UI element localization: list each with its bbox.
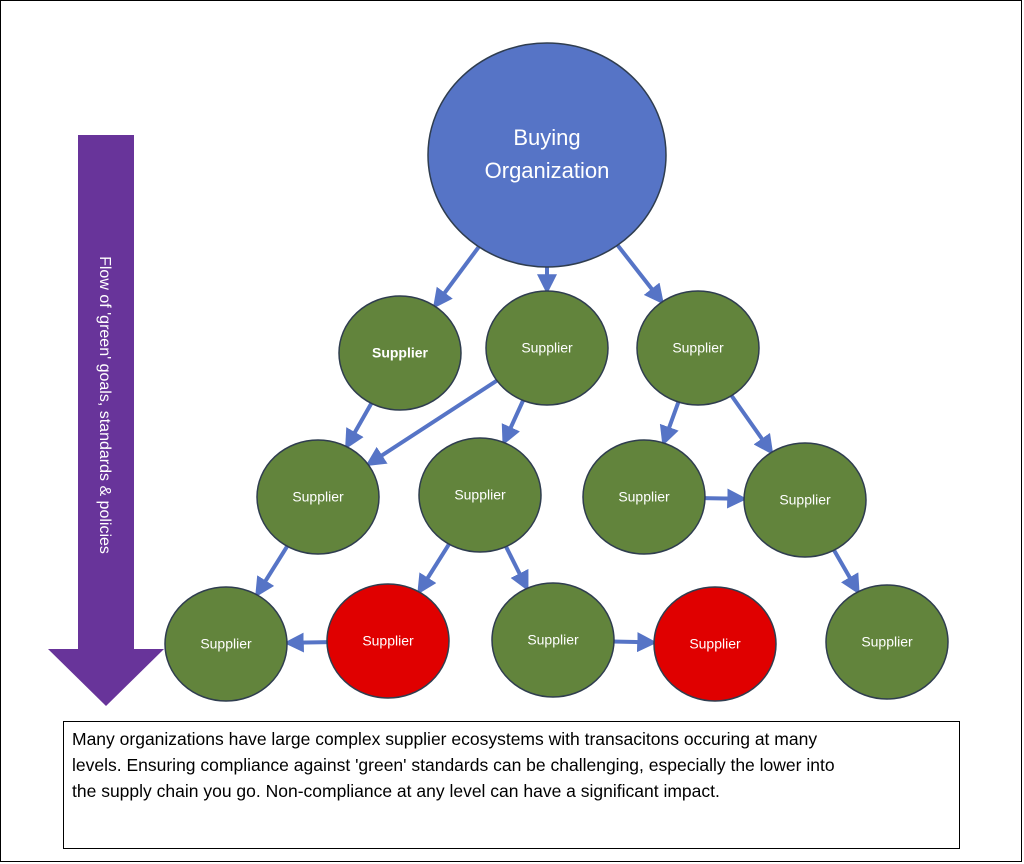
supplier-label: Supplier xyxy=(861,634,913,650)
supplier-node-s1a: Supplier xyxy=(338,295,462,411)
edge-arrow-s1b-to-s2a xyxy=(365,377,500,467)
supplier-circle xyxy=(326,583,450,699)
caption-line: levels. Ensuring compliance against 'gre… xyxy=(72,755,835,775)
edges xyxy=(255,242,860,653)
supplier-label: Supplier xyxy=(527,632,579,648)
supplier-label: Supplier xyxy=(292,489,344,505)
edge-arrow-s2a-to-s3a xyxy=(255,543,290,598)
supplier-label: Supplier xyxy=(521,340,573,356)
edge-arrow-s1c-to-s2d xyxy=(728,392,774,455)
flow-arrow-label: Flow of 'green' goals, standards & polic… xyxy=(96,256,113,554)
edge-arrow-s1b-to-s2b xyxy=(501,397,526,446)
edge-arrow-s3c-to-s3d xyxy=(611,632,658,653)
supplier-circle xyxy=(338,295,462,411)
supplier-circle xyxy=(491,582,615,698)
supplier-label: Supplier xyxy=(689,636,741,652)
supplier-node-s3d: Supplier xyxy=(653,586,777,702)
supplier-node-s3c: Supplier xyxy=(491,582,615,698)
supplier-node-s3b: Supplier xyxy=(326,583,450,699)
supplier-node-s3e: Supplier xyxy=(825,584,949,700)
buying-organization-label: Organization xyxy=(485,158,610,183)
edge-arrow-s1a-to-s2a xyxy=(345,400,375,450)
flow-arrow-shaft xyxy=(78,135,134,649)
supplier-node-s1b: Supplier xyxy=(485,290,609,406)
edge-arrow-s2b-to-s3b xyxy=(417,541,452,595)
buying-organization-circle xyxy=(427,42,667,268)
supplier-node-s2c: Supplier xyxy=(582,439,706,555)
supplier-node-s2b: Supplier xyxy=(418,437,542,553)
supplier-label: Supplier xyxy=(779,492,831,508)
edge-arrow-s3b-to-s3a xyxy=(283,632,330,653)
supplier-circle xyxy=(582,439,706,555)
supplier-circle xyxy=(164,586,288,702)
edge-arrow-root-to-s1c xyxy=(614,242,664,305)
supplier-circle xyxy=(743,442,867,558)
supplier-label: Supplier xyxy=(372,345,429,361)
supplier-circle xyxy=(825,584,949,700)
edge-arrow-s2c-to-s2d xyxy=(702,488,748,509)
flow-arrow: Flow of 'green' goals, standards & polic… xyxy=(48,135,164,706)
supplier-node-s1c: Supplier xyxy=(636,290,760,406)
caption-line: the supply chain you go. Non-compliance … xyxy=(72,781,720,801)
supplier-label: Supplier xyxy=(362,633,414,649)
flow-arrow-head xyxy=(48,649,164,706)
supplier-node-s3a: Supplier xyxy=(164,586,288,702)
supplier-circle xyxy=(418,437,542,553)
caption-line: Many organizations have large complex su… xyxy=(72,729,818,749)
edge-arrow-s2d-to-s3e xyxy=(831,547,860,595)
supplier-label: Supplier xyxy=(200,636,252,652)
buying-organization-label: Buying xyxy=(513,125,580,150)
supplier-node-s2d: Supplier xyxy=(743,442,867,558)
supplier-label: Supplier xyxy=(618,489,670,505)
supplier-circle xyxy=(653,586,777,702)
edge-arrow-s1c-to-s2c xyxy=(659,399,681,447)
supplier-label: Supplier xyxy=(454,487,506,503)
edge-arrow-root-to-s1a xyxy=(432,244,482,309)
supplier-circle xyxy=(256,439,380,555)
supplier-circle xyxy=(485,290,609,406)
supplier-circle xyxy=(636,290,760,406)
caption-box: Many organizations have large complex su… xyxy=(63,721,960,849)
supplier-node-s2a: Supplier xyxy=(256,439,380,555)
supplier-label: Supplier xyxy=(672,340,724,356)
edge-arrow-s2b-to-s3c xyxy=(503,543,529,592)
